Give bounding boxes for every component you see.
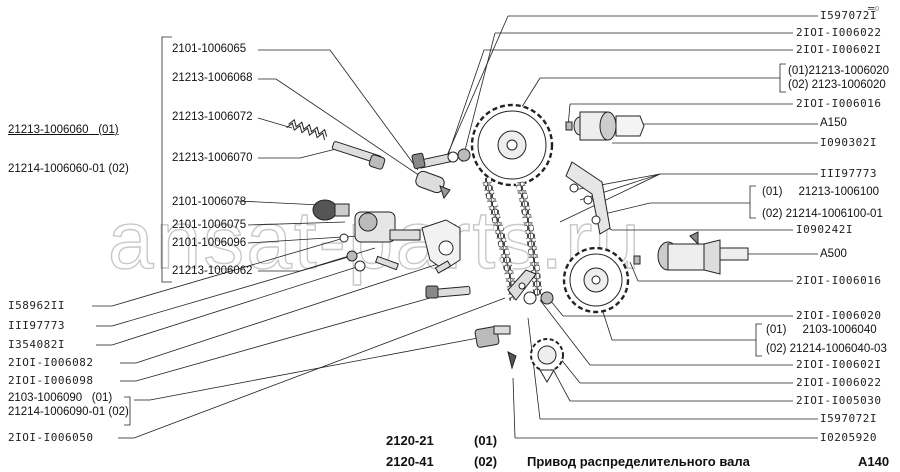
corner-mark: ═○ — [868, 3, 880, 13]
part-label: (02) 21214-1006040-03 — [766, 343, 887, 355]
part-label: 21213-1006068 — [172, 72, 253, 84]
part-label: 2IOI-I00602I — [796, 358, 882, 371]
tensioner-shoe-icon — [507, 269, 554, 305]
part-label: 2IOI-I006016 — [796, 97, 882, 110]
diagram-title: Привод распределительного вала — [527, 454, 750, 469]
page-code: A140 — [858, 454, 890, 469]
assembly-label: 21214-1006060-01 (02) — [8, 163, 129, 175]
model-code: 2120-21 — [386, 433, 434, 448]
tensioner-spring-icon — [286, 118, 386, 170]
intermediate-sprocket-icon — [562, 246, 630, 314]
timing-chain-icon — [481, 176, 543, 301]
part-label: 21214-1006090-01 (02) — [8, 406, 129, 418]
model-variant: (01) — [474, 433, 498, 448]
part-label: III97773 — [8, 319, 65, 332]
part-label: A500 — [820, 248, 847, 260]
model-variant: (02) — [474, 454, 498, 469]
part-label: 21213-1006070 — [172, 152, 253, 164]
part-label: I090242I — [796, 223, 853, 236]
part-label: 21213-1006072 — [172, 111, 253, 123]
part-label: I354082I — [8, 338, 65, 351]
part-label: I597072I — [820, 9, 877, 22]
part-label: 2IOI-I006082 — [8, 356, 94, 369]
part-label: A150 — [820, 117, 847, 129]
part-label: 2101-1006075 — [172, 219, 247, 231]
model-code: 2120-41 — [386, 454, 434, 469]
part-label: 2103-1006090 (01) — [8, 392, 113, 404]
part-label: (01) 21213-1006100 — [762, 186, 880, 198]
assembly-label: 21213-1006060 (01) — [8, 124, 119, 136]
part-label: 2101-1006065 — [172, 43, 247, 55]
part-label: 2IOI-I006016 — [796, 274, 882, 287]
part-label: I597072I — [820, 412, 877, 425]
part-label: I58962II — [8, 299, 65, 312]
pin-icon — [434, 260, 452, 274]
part-label: 2IOI-I00602I — [796, 43, 882, 56]
washers-icon — [339, 233, 517, 370]
auxiliary-shaft-icon — [633, 231, 749, 275]
part-label: (02) 2123-1006020 — [788, 79, 886, 91]
part-label: 21213-1006062 — [172, 265, 253, 277]
part-label: I090302I — [820, 136, 877, 149]
part-label: (01)21213-1006020 — [788, 65, 890, 77]
tensioner-plunger-icon — [415, 170, 451, 200]
part-label: (01) 2103-1006040 — [766, 324, 877, 336]
part-label: 2IOI-I006022 — [796, 26, 882, 39]
part-label: 2IOI-I006098 — [8, 374, 94, 387]
camshaft-sprocket-icon — [470, 103, 554, 187]
sprocket-bolt-icon — [411, 148, 471, 170]
part-label: I0205920 — [820, 431, 877, 444]
part-label: 2101-1006078 — [172, 196, 247, 208]
chain-damper-icon — [565, 161, 611, 235]
part-label: 2101-1006096 — [172, 237, 247, 249]
part-label: 2IOI-I005030 — [796, 394, 882, 407]
tensioner-body-icon — [312, 199, 461, 271]
part-label: 2IOI-I006050 — [8, 431, 94, 444]
oil-pump-shaft-icon — [565, 111, 645, 141]
part-label: 2IOI-I006022 — [796, 376, 882, 389]
part-label: (02) 21214-1006100-01 — [762, 208, 883, 220]
part-label: III97773 — [820, 167, 877, 180]
part-label: 2IOI-I006020 — [796, 309, 882, 322]
crankshaft-sprocket-icon — [530, 338, 564, 383]
